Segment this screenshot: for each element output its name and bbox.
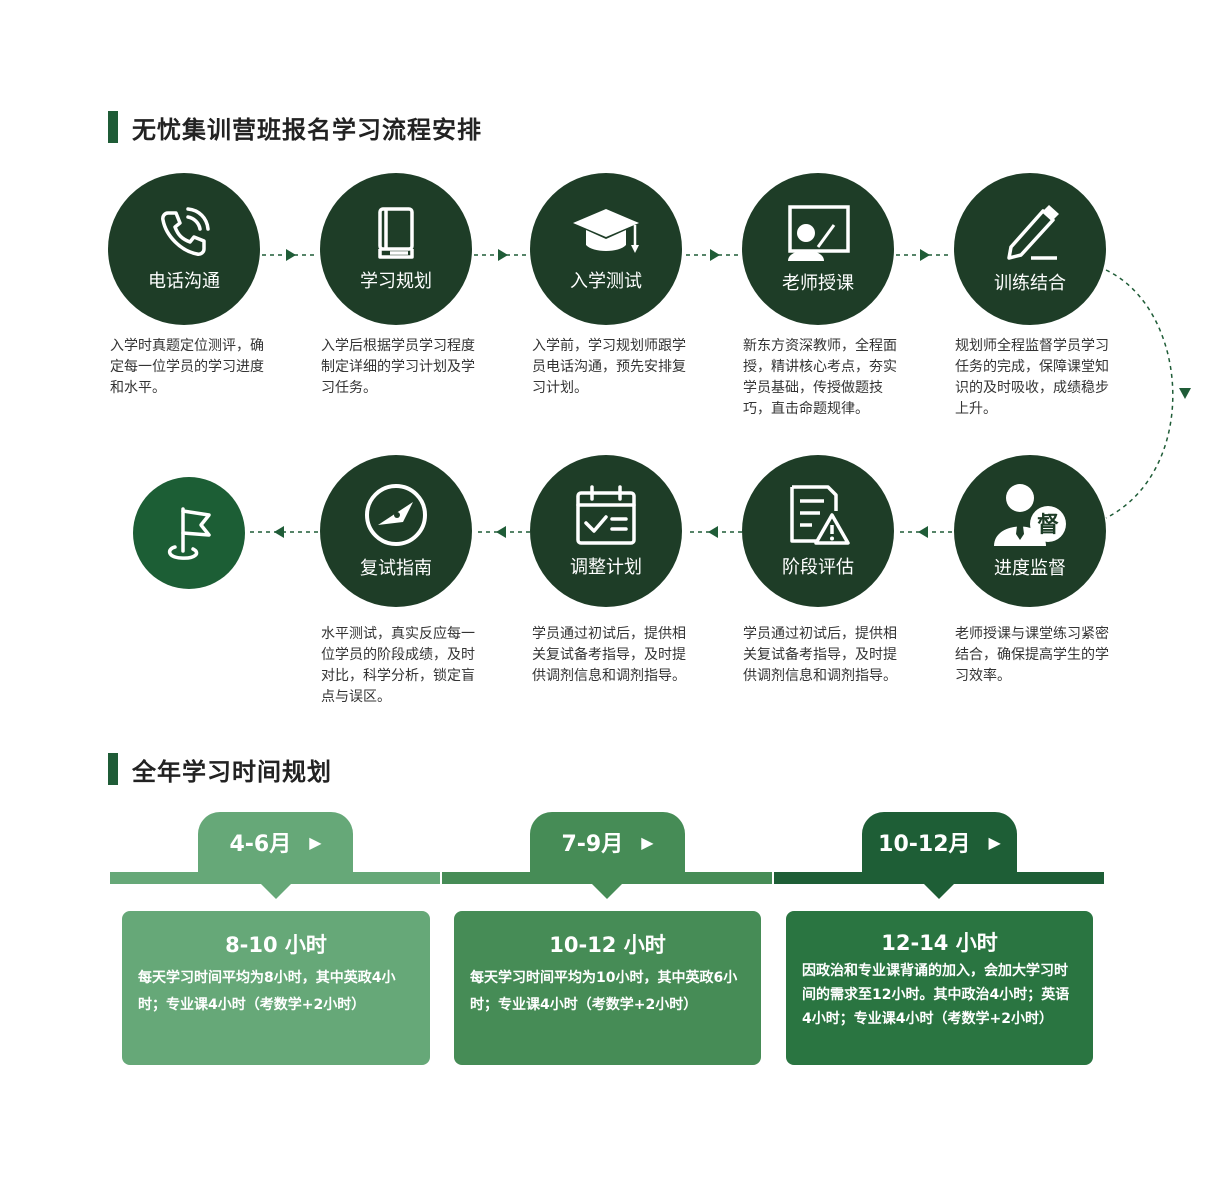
plan-card-2: 10-12 小时 每天学习时间平均为10小时，其中英政6小时；专业课4小时（考数…	[454, 911, 761, 1065]
plan-hours: 10-12 小时	[549, 933, 666, 957]
flag-icon	[167, 507, 211, 560]
notch-1	[261, 884, 291, 899]
chevron-right-icon: ▶	[309, 832, 322, 852]
step-label: 复试指南	[360, 558, 432, 579]
report-warning-icon	[790, 485, 850, 545]
step-label: 老师授课	[782, 273, 854, 294]
step-label: 进度监督	[994, 558, 1066, 579]
phone-icon	[161, 207, 210, 256]
title-bar	[108, 753, 118, 785]
plan-text: 因政治和专业课背诵的加入，会加大学习时间的需求至12小时。其中政治4小时；英语4…	[802, 963, 1070, 1027]
period-label: 4-6月	[229, 832, 292, 857]
step-adjust-plan: 调整计划	[530, 455, 682, 607]
plan-hours: 8-10 小时	[225, 933, 327, 957]
teacher-board-icon	[788, 205, 850, 261]
step-label: 学习规划	[360, 271, 432, 292]
step-label: 训练结合	[994, 273, 1066, 294]
plan-text: 每天学习时间平均为8小时，其中英政4小时；专业课4小时（考数学+2小时）	[138, 970, 396, 1013]
step-test: 入学测试	[530, 173, 682, 325]
section-title-text: 全年学习时间规划	[132, 757, 332, 786]
notch-3	[924, 884, 954, 899]
step-label: 电话沟通	[148, 271, 220, 292]
goal-flag	[133, 477, 245, 589]
section-title-text: 无忧集训营班报名学习流程安排	[132, 115, 482, 144]
step-desc: 老师授课与课堂练习紧密结合，确保提高学生的学习效率。	[955, 626, 1109, 684]
step-desc: 入学后根据学员学习程度制定详细的学习计划及学习任务。	[321, 338, 475, 396]
pencil-icon	[1007, 205, 1059, 260]
step-evaluation: 阶段评估	[742, 455, 894, 607]
timeline-segment-1	[110, 872, 440, 884]
compass-icon	[365, 484, 427, 546]
book-icon	[378, 207, 414, 259]
plan-card-3: 12-14 小时 因政治和专业课背诵的加入，会加大学习时间的需求至12小时。其中…	[786, 911, 1093, 1065]
period-tab-1: 4-6月 ▶	[198, 812, 353, 872]
period-tab-3: 10-12月 ▶	[862, 812, 1017, 872]
graduation-cap-icon	[573, 209, 639, 253]
plan-text: 每天学习时间平均为10小时，其中英政6小时；专业课4小时（考数学+2小时）	[470, 970, 738, 1013]
supervisor-badge-text: 督	[1037, 512, 1059, 538]
step-label: 入学测试	[570, 271, 642, 292]
step-desc: 入学时真题定位测评，确定每一位学员的学习进度和水平。	[110, 338, 264, 396]
step-desc: 水平测试，真实反应每一位学员的阶段成绩，及时对比，科学分析，锁定盲点与误区。	[321, 626, 475, 705]
period-tab-2: 7-9月 ▶	[530, 812, 685, 872]
step-label: 阶段评估	[782, 557, 854, 578]
step-desc: 规划师全程监督学员学习任务的完成，保障课堂知识的及时吸收，成绩稳步上升。	[955, 338, 1109, 417]
chevron-right-icon: ▶	[988, 832, 1001, 852]
step-supervision: 督 进度监督	[954, 455, 1106, 607]
plan-hours: 12-14 小时	[881, 931, 998, 955]
step-training: 训练结合	[954, 173, 1106, 325]
step-retest-guide: 复试指南	[320, 455, 472, 607]
step-plan: 学习规划	[320, 173, 472, 325]
period-label: 10-12月	[878, 832, 971, 857]
step-label: 调整计划	[570, 557, 642, 578]
supervisor-icon: 督	[994, 484, 1066, 546]
chevron-right-icon: ▶	[641, 832, 654, 852]
step-teaching: 老师授课	[742, 173, 894, 325]
step-phone: 电话沟通	[108, 173, 260, 325]
step-desc: 学员通过初试后，提供相关复试备考指导，及时提供调剂信息和调剂指导。	[532, 626, 686, 684]
period-label: 7-9月	[561, 832, 624, 857]
step-desc: 入学前，学习规划师跟学员电话沟通，预先安排复习计划。	[532, 338, 686, 396]
step-desc: 学员通过初试后，提供相关复试备考指导，及时提供调剂信息和调剂指导。	[743, 626, 897, 684]
calendar-check-icon	[576, 485, 636, 545]
notch-2	[592, 884, 622, 899]
title-bar	[108, 111, 118, 143]
step-desc: 新东方资深教师，全程面授，精讲核心考点，夯实学员基础，传授做题技巧，直击命题规律…	[743, 338, 897, 417]
timeline-segment-3	[774, 872, 1104, 884]
timeline-segment-2	[442, 872, 772, 884]
plan-card-1: 8-10 小时 每天学习时间平均为8小时，其中英政4小时；专业课4小时（考数学+…	[122, 911, 430, 1065]
section-title-process: 无忧集训营班报名学习流程安排	[108, 111, 482, 144]
section-title-schedule: 全年学习时间规划	[108, 753, 332, 786]
